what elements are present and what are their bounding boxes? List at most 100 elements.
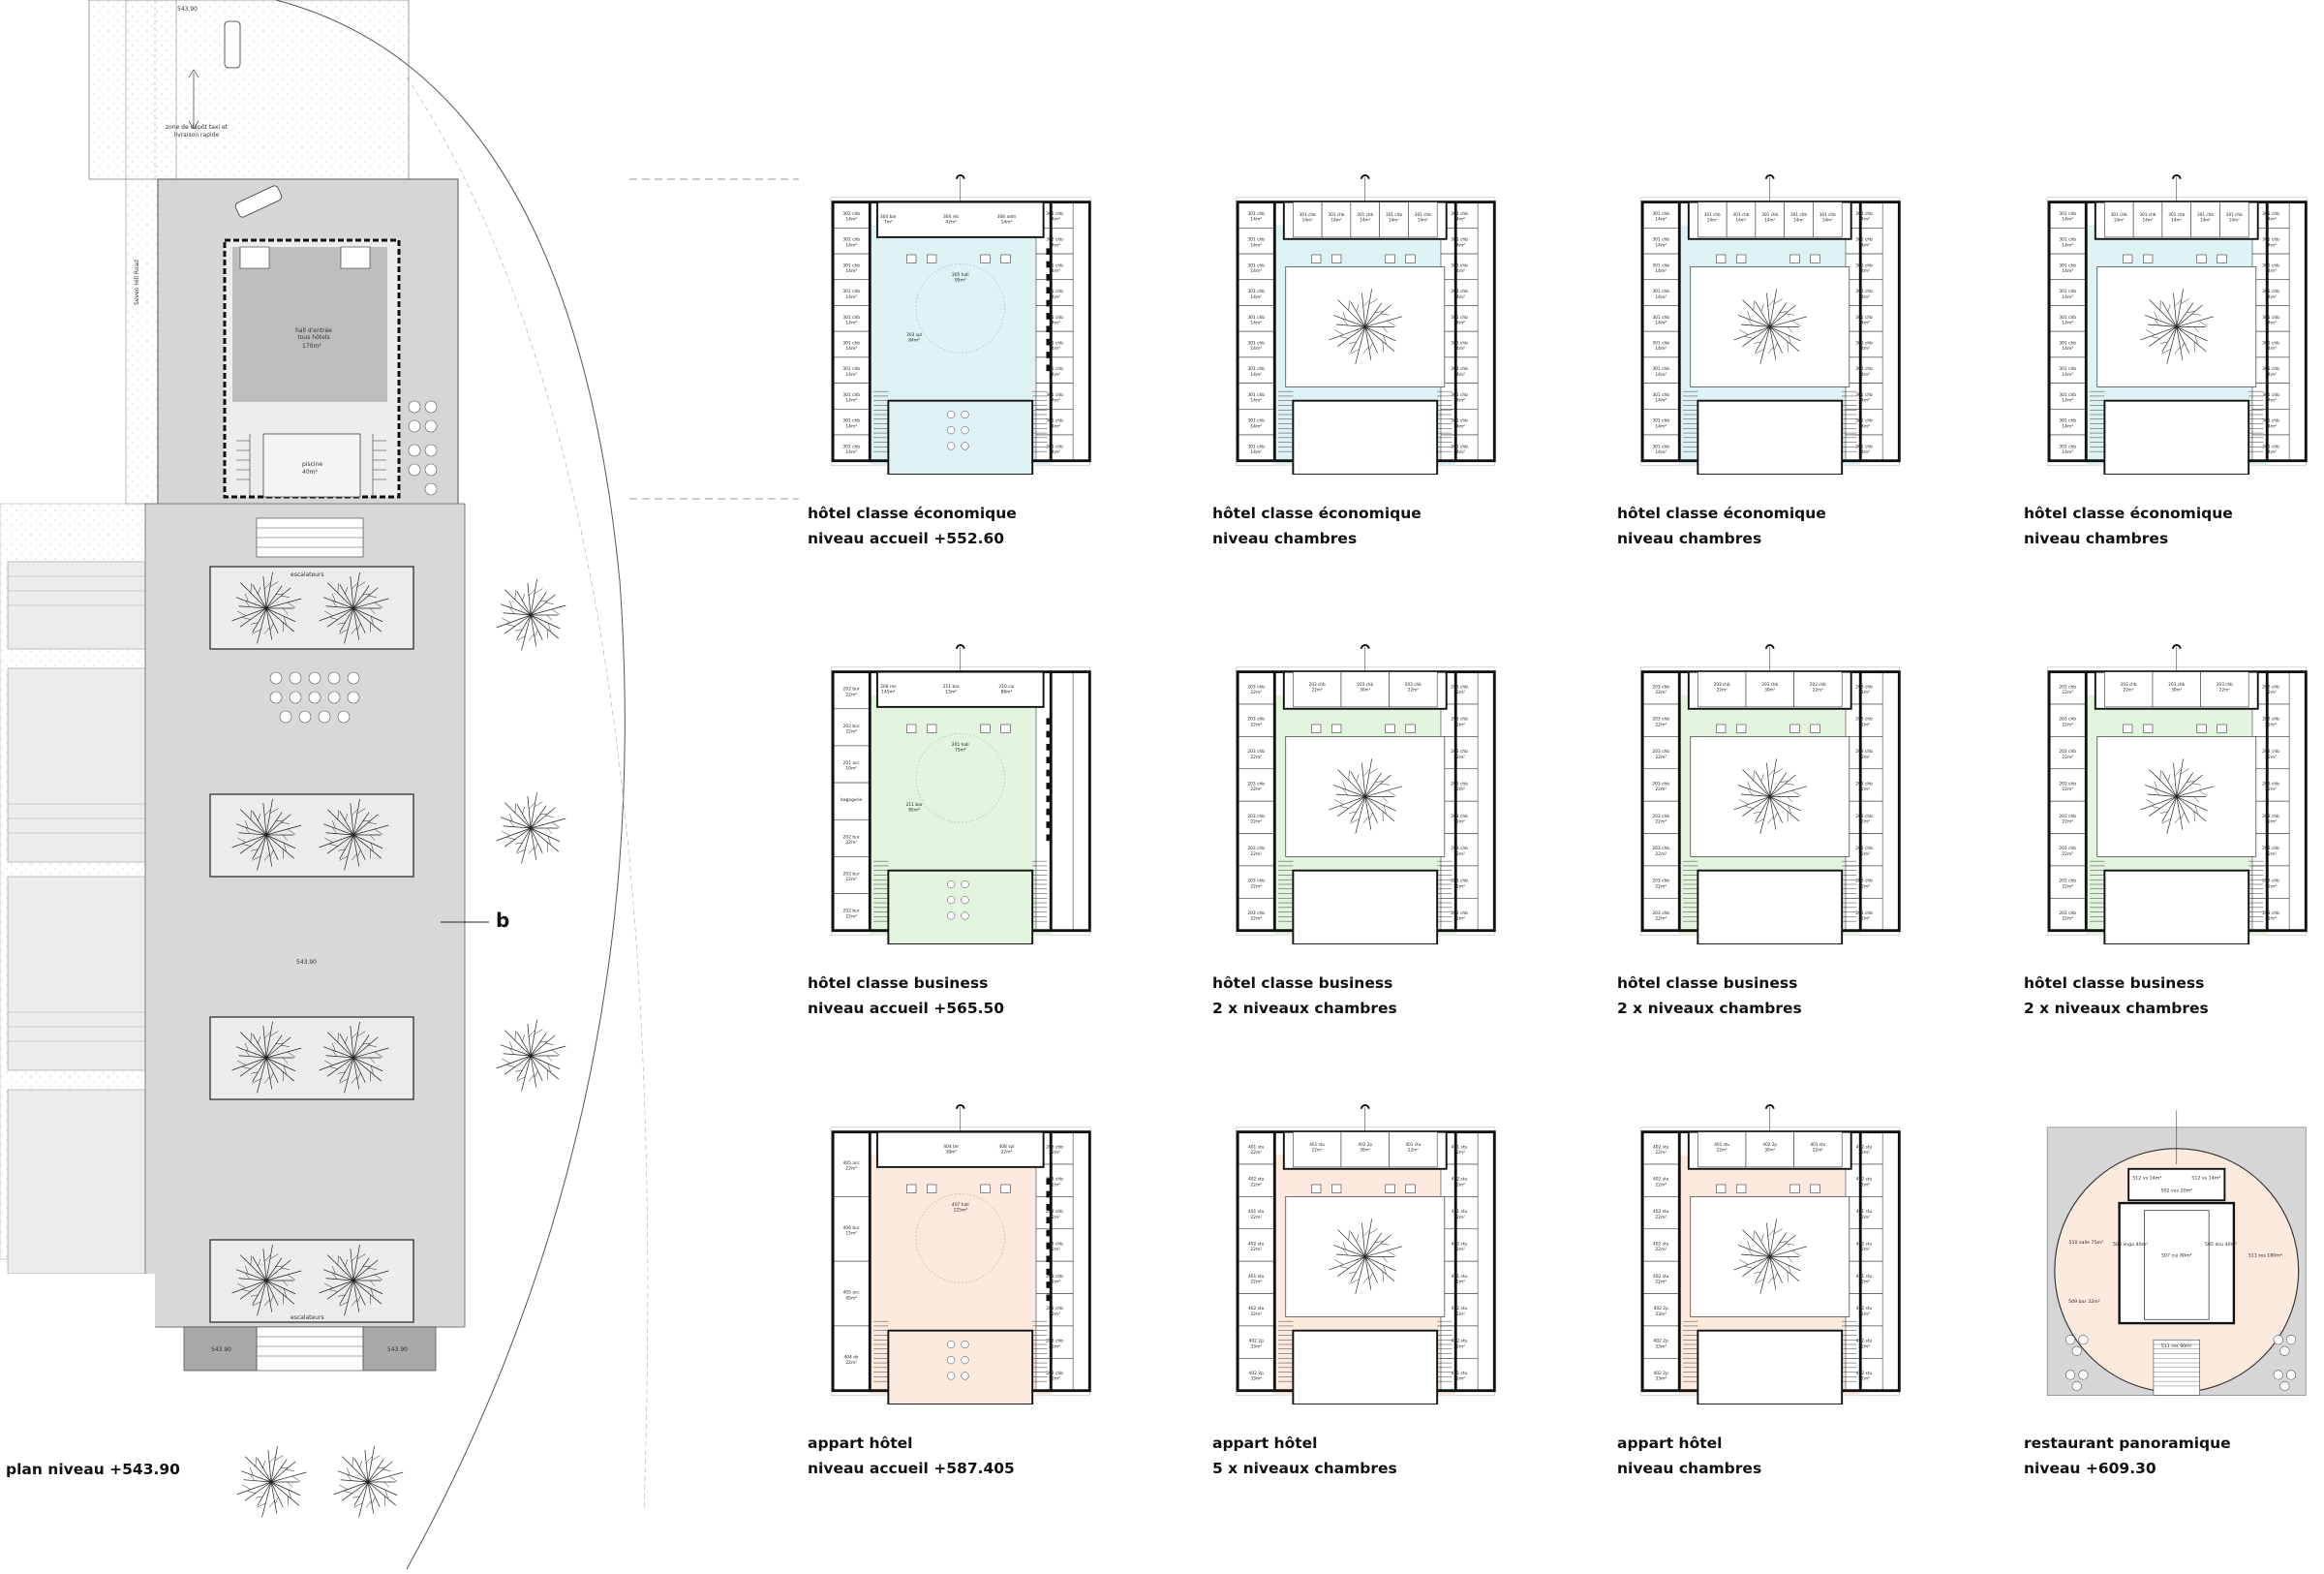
room-label: 301 chb — [1247, 418, 1265, 424]
room-label: 14m² — [1330, 218, 1341, 223]
room-label: 22m² — [1250, 690, 1262, 695]
room-label: 301 chb — [1247, 289, 1265, 294]
room-label: 301 chb — [842, 418, 860, 424]
room-label: 502 ves 20m² — [2160, 1188, 2192, 1194]
dropoff-label: zone de dépôt taxi et livraison rapide — [163, 124, 230, 139]
level-left: 543.90 — [211, 1346, 231, 1353]
room-label: 301 chb — [2197, 212, 2214, 217]
room-label: 14m² — [845, 449, 857, 455]
room-label: 301 chb — [2262, 237, 2279, 243]
room-label: 301 chb — [2140, 212, 2156, 217]
room-label: 203 chb — [1247, 781, 1265, 787]
room-label: 301 chb — [1652, 211, 1669, 217]
room-label: 402 stu — [1653, 1144, 1669, 1150]
room-label: 301 chb — [842, 392, 860, 398]
room-label: 22m² — [1655, 851, 1667, 857]
room-label: 203 chb — [2059, 879, 2076, 884]
tree-icon — [320, 1022, 389, 1093]
room-label: 22m² — [1655, 690, 1667, 695]
room-label: 22m² — [1250, 1247, 1262, 1252]
room-label: 22m² — [2062, 722, 2073, 727]
room-label: 301 chb — [1855, 289, 1873, 294]
room-label: 22m² — [1250, 1150, 1262, 1156]
room-label: 203 chb — [1046, 1371, 1063, 1376]
room-label: 22m² — [845, 877, 857, 882]
escalator-top-label: escalateurs — [290, 571, 324, 578]
level-main: 543.90 — [296, 959, 317, 966]
room-label: 14m² — [845, 398, 857, 404]
room-label: 22m² — [1250, 851, 1262, 857]
room-label: 22m² — [1655, 1215, 1667, 1220]
room-label: 22m² — [845, 692, 857, 697]
room-label: 22m² — [1717, 688, 1728, 693]
room-label: 301 chb — [1855, 237, 1873, 243]
room-label: 22m² — [1312, 688, 1323, 693]
room-label: 14m² — [1793, 218, 1804, 223]
room-label: 402 2p — [1762, 1142, 1777, 1147]
room-label: 22m² — [2062, 916, 2073, 922]
room-label: 303 spl — [906, 332, 922, 338]
room-label: 301 chb — [1733, 212, 1750, 217]
room-label: 14m² — [2200, 218, 2211, 223]
room-label: 404 dir — [843, 1354, 859, 1360]
caption-title: hôtel classe économique — [2024, 501, 2233, 526]
room-label: 14m² — [2142, 218, 2153, 223]
room-label: 301 chb — [1386, 212, 1402, 217]
room-label: 22m² — [1655, 722, 1667, 727]
room-label: 211 bar — [906, 802, 923, 808]
room-label: 22m² — [1655, 1150, 1667, 1156]
room-label: 14m² — [1250, 294, 1262, 300]
room-label: 301 chb — [1652, 418, 1669, 424]
room-label: 203 chb — [1652, 814, 1669, 819]
room-label: 301 chb — [2059, 211, 2076, 217]
room-label: 301 chb — [1790, 212, 1807, 217]
room-label: 301 chb — [1247, 366, 1265, 372]
room-label: 301 chb — [1652, 315, 1669, 321]
room-label: 203 chb — [1451, 814, 1468, 819]
room-label: 145m² — [881, 690, 896, 695]
room-label: 401 stu — [1714, 1142, 1729, 1147]
room-label: 301 chb — [2262, 341, 2279, 347]
room-label: 22m² — [845, 1360, 857, 1366]
room-label: 211 bar — [943, 684, 960, 690]
tree-icon — [237, 1446, 307, 1517]
room-label: 14m² — [2062, 398, 2073, 404]
level-top: 543.90 — [177, 6, 198, 13]
street-label: Seven Hill Road — [134, 260, 140, 305]
room-label: 401 stu — [1856, 1209, 1873, 1215]
floor-plan-drawing: 203 chb 22m² 203 chb 22m² 203 chb 22m² 203 chb… — [1210, 644, 1511, 944]
room-label: 14m² — [1250, 268, 1262, 274]
room-label: 201 hall — [952, 742, 969, 748]
room-label: 301 chb — [2262, 211, 2279, 217]
room-label: 203 chb — [2217, 682, 2233, 687]
room-label: 506 lingo 40m² — [2113, 1242, 2148, 1248]
room-label: 125m² — [954, 1208, 968, 1214]
room-label: 203 chb — [1855, 684, 1873, 690]
room-label: 401 stu — [1405, 1142, 1421, 1147]
room-label: 203 chb — [2262, 879, 2279, 884]
room-label: 203 chb — [1652, 879, 1669, 884]
room-label: 14m² — [2062, 242, 2073, 248]
room-label: 401 stu — [1452, 1144, 1468, 1150]
room-label: 14m² — [1302, 218, 1313, 223]
room-label: 301 chb — [1855, 315, 1873, 321]
room-label: 30m² — [1764, 1148, 1775, 1153]
room-label: 14m² — [845, 294, 857, 300]
caption-level: niveau +609.30 — [2024, 1456, 2231, 1481]
room-label: 301 chb — [1652, 366, 1669, 372]
room-label: 301 chb — [1855, 418, 1873, 424]
room-label: 203 chb — [1451, 846, 1468, 851]
room-label: 203 chb — [1451, 717, 1468, 723]
room-label: 14m² — [2062, 372, 2073, 378]
tree-icon — [497, 792, 566, 863]
room-label: 22m² — [2062, 787, 2073, 792]
room-label: 14m² — [2062, 268, 2073, 274]
room-label: 22m² — [1655, 1247, 1667, 1252]
room-label: 14m² — [2062, 294, 2073, 300]
room-label: 402 stu — [1653, 1274, 1669, 1280]
